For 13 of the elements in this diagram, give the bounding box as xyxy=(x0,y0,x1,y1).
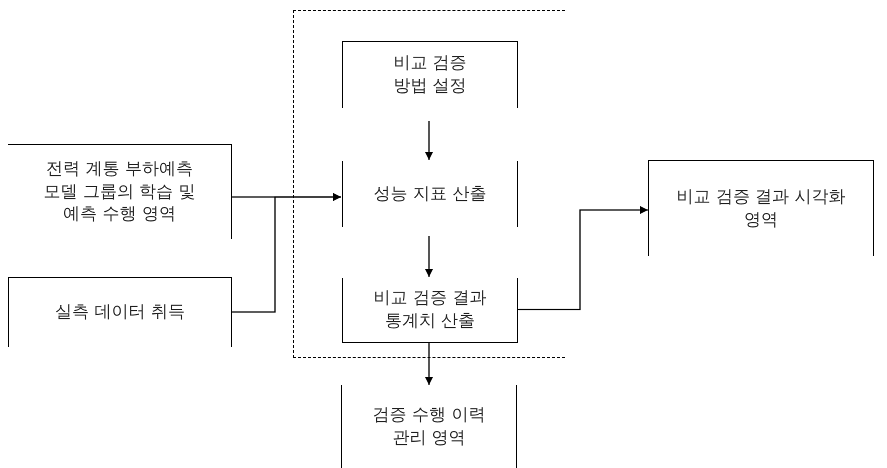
process-box: 비교 검증 결과 시각화 영역 xyxy=(648,160,874,256)
process-box: 전력 계통 부하예측 모델 그룹의 학습 및 예측 수행 영역 xyxy=(8,144,232,239)
arrow xyxy=(517,206,648,310)
process-box: 비교 검증 결과 통계치 산출 xyxy=(342,278,518,343)
process-box: 검증 수행 이력 관리 영역 xyxy=(341,385,517,468)
process-box: 성능 지표 산출 xyxy=(342,161,518,227)
arrow xyxy=(232,193,341,313)
arrow xyxy=(425,236,433,277)
dashed-group-box xyxy=(293,10,565,358)
arrow xyxy=(425,121,433,160)
process-box: 비교 검증 방법 설정 xyxy=(342,41,518,108)
process-box: 실측 데이터 취득 xyxy=(8,277,232,347)
arrow xyxy=(425,342,433,385)
